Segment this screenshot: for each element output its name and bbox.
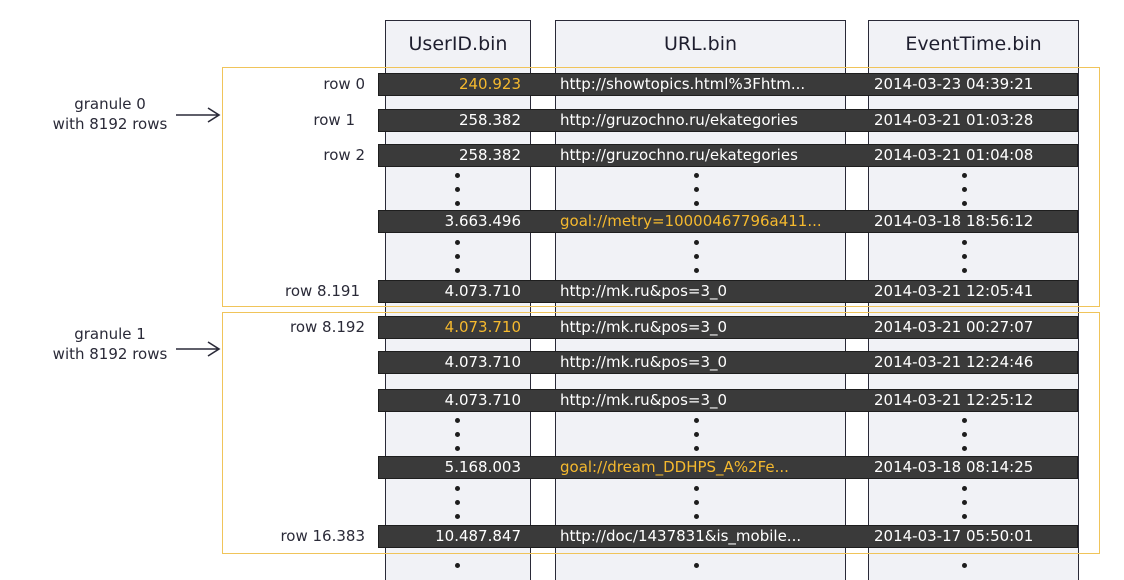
row-label: row 8.192 — [290, 318, 365, 336]
ellipsis-dots-icon — [455, 173, 461, 215]
cell-eventtime: 2014-03-18 08:14:25 — [874, 458, 1034, 476]
row-bar — [378, 280, 1078, 303]
row-bar — [378, 351, 1078, 374]
cell-userid: 4.073.710 — [444, 318, 521, 336]
row-bar — [378, 316, 1078, 339]
cell-url: http://mk.ru&pos=3_0 — [560, 391, 728, 409]
ellipsis-dots-icon — [962, 173, 968, 215]
granule-1-label-line1: granule 1 — [74, 325, 146, 343]
granule-0-label: granule 0 with 8192 rows — [20, 94, 200, 134]
row-label: row 1 — [313, 111, 355, 129]
cell-eventtime: 2014-03-21 12:05:41 — [874, 282, 1034, 300]
ellipsis-dots-icon — [694, 486, 700, 528]
row-label: row 16.383 — [280, 527, 365, 545]
ellipsis-dots-icon — [694, 418, 700, 460]
row-label — [230, 351, 365, 374]
cell-url: http://gruzochno.ru/ekategories — [560, 111, 798, 129]
cell-eventtime: 2014-03-18 18:56:12 — [874, 212, 1034, 230]
ellipsis-dots-icon — [962, 563, 968, 577]
cell-url: http://mk.ru&pos=3_0 — [560, 318, 728, 336]
ellipsis-dots-icon — [455, 486, 461, 528]
row-bar — [378, 73, 1078, 96]
granule-1-label-line2: with 8192 rows — [52, 345, 168, 363]
row-label — [230, 389, 365, 412]
granule-0-label-line1: granule 0 — [74, 95, 146, 113]
cell-eventtime: 2014-03-21 01:03:28 — [874, 111, 1034, 129]
row-label: row 8.191 — [285, 282, 360, 300]
cell-userid: 5.168.003 — [444, 458, 521, 476]
ellipsis-dots-icon — [962, 486, 968, 528]
cell-eventtime: 2014-03-21 00:27:07 — [874, 318, 1034, 336]
ellipsis-dots-icon — [455, 240, 461, 282]
granule-1-box — [222, 312, 1100, 554]
ellipsis-dots-icon — [694, 563, 700, 577]
cell-url: goal://metry=10000467796a411... — [560, 212, 822, 230]
column-header-eventtime: EventTime.bin — [868, 20, 1079, 62]
ellipsis-dots-icon — [962, 240, 968, 282]
cell-eventtime: 2014-03-21 12:25:12 — [874, 391, 1034, 409]
ellipsis-dots-icon — [962, 418, 968, 460]
cell-eventtime: 2014-03-21 12:24:46 — [874, 353, 1034, 371]
cell-url: http://showtopics.html%3Fhtm... — [560, 75, 806, 93]
cell-url: http://gruzochno.ru/ekategories — [560, 146, 798, 164]
granule-1-arrow-icon — [176, 341, 221, 357]
cell-url: http://mk.ru&pos=3_0 — [560, 353, 728, 371]
cell-userid: 4.073.710 — [444, 391, 521, 409]
granule-0-label-line2: with 8192 rows — [52, 115, 168, 133]
row-bar — [378, 389, 1078, 412]
granule-0-box — [222, 67, 1100, 307]
ellipsis-dots-icon — [455, 418, 461, 460]
row-bar — [378, 144, 1078, 167]
granule-1-label: granule 1 with 8192 rows — [20, 324, 200, 364]
ellipsis-dots-icon — [694, 240, 700, 282]
granule-0-arrow-icon — [176, 107, 221, 123]
cell-userid: 258.382 — [458, 146, 521, 164]
cell-userid: 4.073.710 — [444, 282, 521, 300]
row-bar — [378, 109, 1078, 132]
cell-url: goal://dream_DDHPS_A%2Fe... — [560, 458, 789, 476]
cell-eventtime: 2014-03-21 01:04:08 — [874, 146, 1034, 164]
cell-eventtime: 2014-03-23 04:39:21 — [874, 75, 1034, 93]
cell-userid: 258.382 — [458, 111, 521, 129]
row-label — [230, 210, 365, 233]
cell-eventtime: 2014-03-17 05:50:01 — [874, 527, 1034, 545]
cell-userid: 240.923 — [458, 75, 521, 93]
ellipsis-dots-icon — [694, 173, 700, 215]
row-label — [230, 456, 365, 479]
row-bar — [378, 456, 1078, 479]
row-label: row 2 — [323, 146, 365, 164]
column-header-url: URL.bin — [555, 20, 846, 62]
cell-url: http://doc/1437831&is_mobile... — [560, 527, 802, 545]
row-bar — [378, 525, 1078, 548]
cell-userid: 3.663.496 — [444, 212, 521, 230]
ellipsis-dots-icon — [455, 563, 461, 577]
cell-url: http://mk.ru&pos=3_0 — [560, 282, 728, 300]
column-header-userid: UserID.bin — [385, 20, 531, 62]
cell-userid: 4.073.710 — [444, 353, 521, 371]
row-bar — [378, 210, 1078, 233]
cell-userid: 10.487.847 — [435, 527, 521, 545]
row-label: row 0 — [323, 75, 365, 93]
